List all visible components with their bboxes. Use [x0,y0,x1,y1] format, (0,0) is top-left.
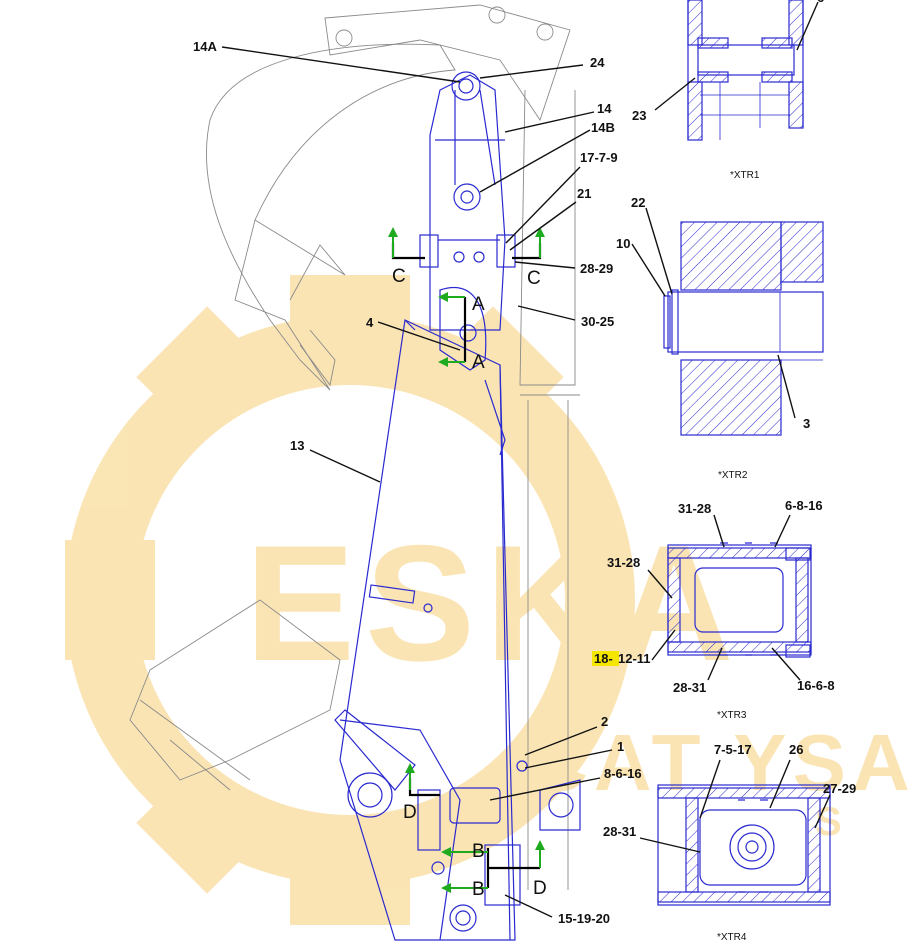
xtr4-callout-27-29: 27-29 [823,781,856,796]
callout-21: 21 [577,186,591,201]
xtr1-callout-6: 6 [817,0,824,5]
xtr3-callout-31-28-top: 31-28 [678,501,711,516]
callout-14: 14 [597,101,612,116]
main-callouts: 14A 24 14 14B 17-7-9 21 28-29 30-25 4 13… [193,39,642,926]
xtr3-highlight [592,651,619,666]
xtr3-callout-6-8-16: 6-8-16 [785,498,823,513]
section-letter-d-left: D [403,802,417,823]
xtr3-callout-31-28-left: 31-28 [607,555,640,570]
xtr4-callout-26: 26 [789,742,803,757]
section-letter-a-top: A [472,294,485,315]
detail-xtr1: 23 6 *XTR1 [632,0,824,181]
watermark-brand: ESKA [245,511,743,695]
section-letter-b-top: B [472,841,485,862]
leader-lines [221,46,613,918]
detail-xtr2: 22 10 3 *XTR2 [616,195,824,481]
xtr4-callout-7-5-17: 7-5-17 [714,742,752,757]
section-letter-c-left: C [392,266,406,287]
xtr4-callout-28-31: 28-31 [603,824,636,839]
callout-28-29: 28-29 [580,261,613,276]
detail-xtr4: 7-5-17 26 27-29 28-31 *XTR4 [603,742,856,943]
callout-14b: 14B [591,120,615,135]
xtr2-callout-3: 3 [803,416,810,431]
xtr3-callout-18: 18- [594,651,613,666]
xtr1-caption: *XTR1 [730,170,760,181]
callout-17-7-9: 17-7-9 [580,150,618,165]
xtr3-callout-16-6-8: 16-6-8 [797,678,835,693]
callout-2: 2 [601,714,608,729]
callout-30-25: 30-25 [581,314,614,329]
section-letter-c-right: C [527,268,541,289]
callout-24: 24 [590,55,605,70]
xtr3-callout-12-11: 12-11 [618,651,651,666]
bucket-drawing [206,4,580,890]
callout-13: 13 [290,438,304,453]
stick-assembly [129,71,581,941]
xtr2-callout-10: 10 [616,236,630,251]
xtr1-callout-23: 23 [632,108,646,123]
callout-1: 1 [617,739,624,754]
callout-4: 4 [366,315,374,330]
xtr2-caption: *XTR2 [718,470,748,481]
watermark: ESKA CAT YSA S [65,275,910,925]
xtr3-callout-28-31: 28-31 [673,680,706,695]
detail-xtr3: 31-28 6-8-16 31-28 18- 12-11 28-31 16-6-… [592,498,835,721]
xtr3-caption: *XTR3 [717,710,747,721]
section-markers: C C A A D B B D [388,227,547,900]
xtr4-caption: *XTR4 [717,932,747,943]
callout-14a: 14A [193,39,217,54]
callout-15-19-20: 15-19-20 [558,911,610,926]
xtr2-callout-22: 22 [631,195,645,210]
section-letter-d-right: D [533,878,547,899]
section-letter-b-bottom: B [472,879,485,900]
section-letter-a-bottom: A [472,352,485,373]
callout-8-6-16: 8-6-16 [604,766,642,781]
